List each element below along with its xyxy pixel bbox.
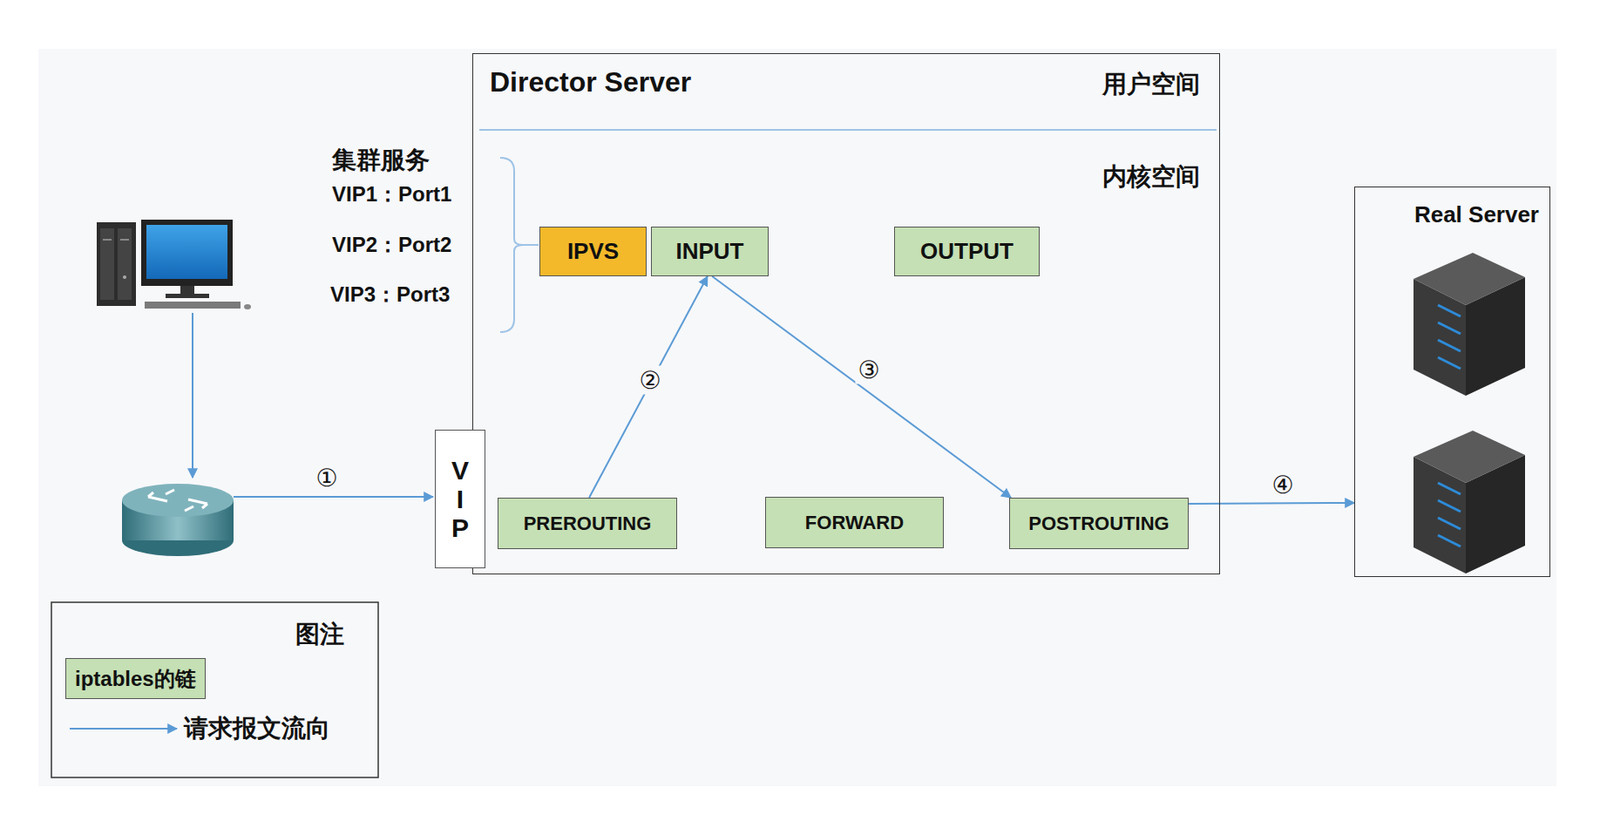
router-icon xyxy=(122,483,234,556)
group-title: Director Server xyxy=(489,66,692,99)
bracket xyxy=(500,157,539,333)
box-label: OUTPUT xyxy=(920,237,1014,265)
box-label: PREROUTING xyxy=(523,512,652,536)
box-label: IPVS xyxy=(567,237,619,265)
request-flow-arrow xyxy=(589,276,708,498)
ipvs-box: IPVS xyxy=(539,226,647,277)
chain-box: POSTROUTING xyxy=(1009,497,1189,550)
callout-number: ① xyxy=(312,463,340,493)
callout-number: ③ xyxy=(854,355,882,385)
box-label: INPUT xyxy=(676,237,745,265)
service-entry: VIP3：Port3 xyxy=(327,280,453,309)
server-icon xyxy=(1413,430,1526,574)
request-flow-arrow xyxy=(711,276,1011,498)
legend-line-sample xyxy=(69,727,177,730)
box-label: VIP xyxy=(451,455,470,543)
chain-box: OUTPUT xyxy=(894,226,1040,277)
link-line xyxy=(191,312,194,478)
server-icon xyxy=(1413,252,1526,396)
region-label: 内核空间 xyxy=(1102,160,1200,194)
legend-text: 请求报文流向 xyxy=(183,714,331,742)
callout-number: ② xyxy=(636,366,664,395)
chain-box: FORWARD xyxy=(765,496,944,549)
box-label: POSTROUTING xyxy=(1028,512,1169,536)
legend-item: 请求报文流向 xyxy=(183,711,331,746)
group-title: Real Server xyxy=(1414,201,1539,229)
callout-number: ④ xyxy=(1268,470,1296,500)
chain-box: PREROUTING xyxy=(497,497,678,550)
legend-text: iptables的链 xyxy=(74,664,197,693)
vip-box: VIP xyxy=(434,429,486,569)
server-frame: Director Server 用户空间内核空间 IPVS INPUT OUTPUT PR… xyxy=(472,53,1221,575)
service-entry: VIP2：Port2 xyxy=(329,230,455,259)
request-flow-arrow xyxy=(1188,502,1355,504)
link-line xyxy=(233,495,434,498)
service-entry: VIP1：Port1 xyxy=(329,180,455,209)
server-group: Real Server xyxy=(1354,186,1551,577)
legend-item: iptables的链 xyxy=(65,657,206,699)
chain-box: INPUT xyxy=(650,226,769,277)
region-label: 用户空间 xyxy=(1102,67,1200,102)
computer-icon xyxy=(96,219,251,310)
legend-frame xyxy=(51,602,379,778)
ground xyxy=(38,48,1557,787)
space-divider xyxy=(479,128,1217,131)
box-label: FORWARD xyxy=(805,511,904,535)
service-title: 集群服务 xyxy=(329,143,433,177)
legend-swatch: iptables的链 xyxy=(65,657,206,699)
legend-title: 图注 xyxy=(292,617,347,651)
